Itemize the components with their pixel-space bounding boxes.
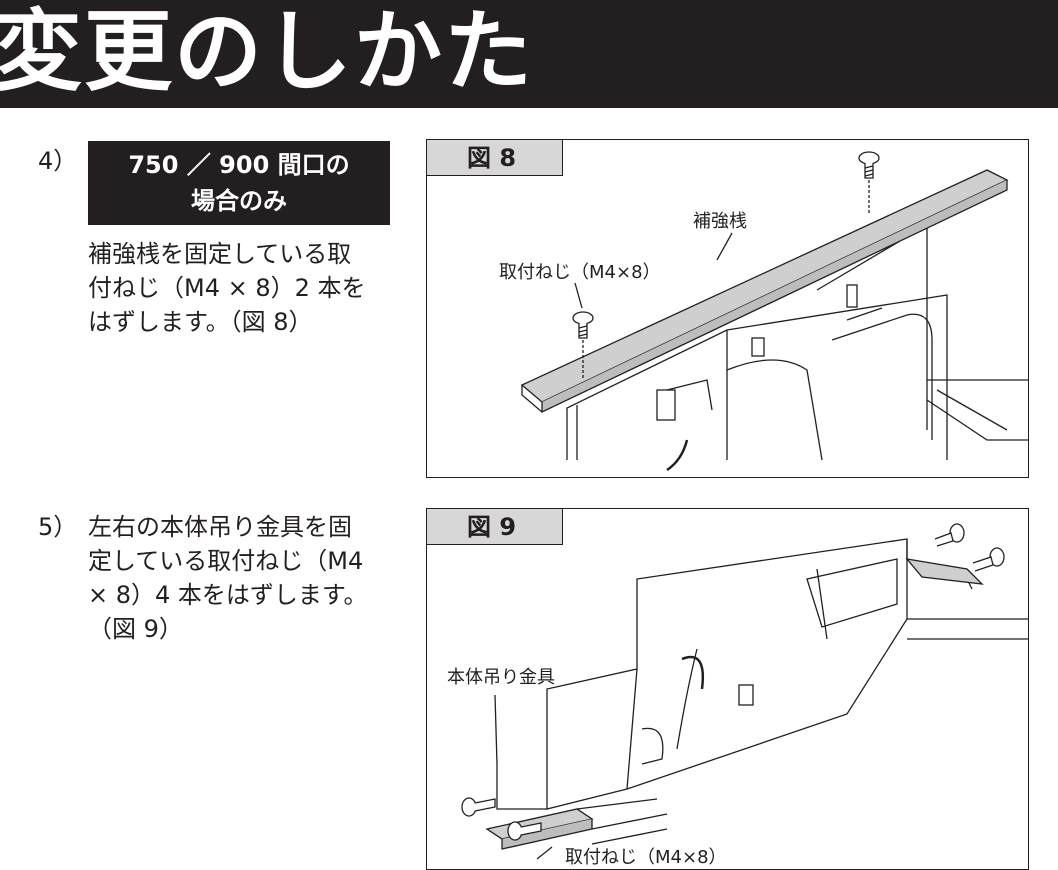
step-4-line-2: 付ねじ（M4 × 8）2 本を [88,274,366,302]
step-4-text: 補強桟を固定している取 付ねじ（M4 × 8）2 本を はずします。（図 8） [88,237,366,339]
step-4-line-3: はずします。（図 8） [88,308,313,336]
figure-9-illustration [461,523,1028,860]
header-bar: 変更のしかた [0,0,1058,108]
figure-9-label: 図 9 [427,509,563,545]
badge-line-2: 場合のみ [191,187,287,215]
figure-8-label: 図 8 [427,140,563,176]
callout-mounting-screw: 取付ねじ（M4×8） [499,262,661,283]
step-5-number: 5） [38,513,78,541]
step-5-text: 左右の本体吊り金具を固 定している取付ねじ（M4 × 8）4 本をはずします。 … [88,510,368,646]
figure-8: 図 8 補強桟 取付ねじ（M4×8） [426,139,1029,478]
step-5-line-4: （図 9） [88,615,183,643]
step-4-line-1: 補強桟を固定している取 [88,240,352,268]
figure-9: 図 9 本体吊り金具 取付ねじ（M4×8） [426,508,1029,870]
figure-8-illustration [520,151,1028,472]
page-title: 変更のしかた [0,0,535,103]
condition-badge: 750 ／ 900 間口の 場合のみ [88,141,390,225]
badge-line-1: 750 ／ 900 間口の [128,151,350,179]
step-5-line-3: × 8）4 本をはずします。 [88,581,368,609]
step-5-line-1: 左右の本体吊り金具を固 [88,513,352,541]
step-5-line-2: 定している取付ねじ（M4 [88,547,364,575]
callout-mounting-screw-2: 取付ねじ（M4×8） [565,847,727,868]
callout-hanging-bracket: 本体吊り金具 [447,667,555,688]
step-4-number: 4） [38,147,78,175]
callout-reinforcement-bar: 補強桟 [693,211,747,232]
